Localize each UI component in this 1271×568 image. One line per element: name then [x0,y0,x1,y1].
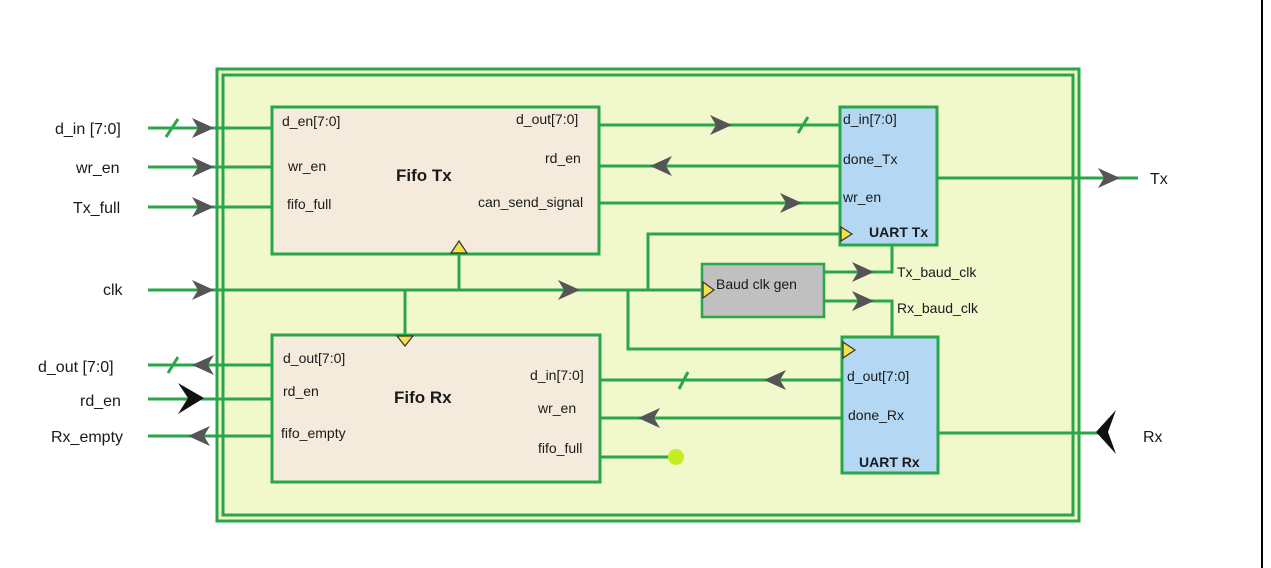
outer-module-inner-border [221,73,1075,517]
uart-tx-port-wr-en: wr_en [842,189,881,205]
ext-label-rd-en: rd_en [80,393,121,410]
wire-tx-baud [824,246,894,274]
bus-mark-fifo-tx-data [796,116,810,134]
ext-label-d-out: d_out [7:0] [38,359,114,376]
fifo-rx-port-d-in: d_in[7:0] [530,367,584,383]
fifo-full-rx-dot [668,449,684,465]
arrow-tx-baud [852,262,874,282]
fifo-tx-port-d-en: d_en[7:0] [282,113,340,129]
arrow-can-send [780,193,802,213]
ext-label-rx-empty: Rx_empty [51,429,123,446]
ext-label-tx: Tx [1150,171,1168,188]
uart-tx-block [838,105,939,247]
clock-markers [395,225,857,360]
bus-mark-d-out [166,356,180,374]
uart-tx-port-d-in: d_in[7:0] [843,111,897,127]
wires [148,123,1138,459]
ext-label-rx: Rx [1143,429,1163,446]
fifo-tx-port-d-out: d_out[7:0] [516,111,578,127]
arrow-done-tx [650,156,672,176]
arrow-d-in [192,118,214,138]
arrow-clk [192,280,214,300]
fifo-rx-port-fifo-full: fifo_full [538,440,582,456]
uart-rx-port-d-out: d_out[7:0] [847,368,909,384]
uart-rx-port-done-rx: done_Rx [848,407,904,423]
baud-gen-title: Baud clk gen [716,276,797,292]
fifo-rx-block [270,333,602,484]
tx-baud-clk-label: Tx_baud_clk [897,264,977,280]
page-edge-divider [1261,0,1263,568]
clock-marker-fifo-rx [395,335,415,347]
ext-label-d-in: d_in [7:0] [55,121,121,138]
bus-mark-d-in [164,118,180,138]
clock-marker-uart-rx [842,340,857,360]
wire-clk-uart-tx [646,232,840,290]
wire-clk-uart-rx [626,290,842,351]
arrow-rx-black [1096,410,1116,454]
arrow-rx-data [764,370,786,390]
fifo-rx-port-fifo-empty: fifo_empty [281,425,346,441]
arrow-wr-en [192,157,214,177]
arrow-done-rx [638,408,660,428]
fifo-tx-port-fifo-full: fifo_full [287,196,331,212]
arrow-rx-baud [852,291,874,311]
fifo-tx-port-wr-en: wr_en [287,158,326,174]
fifo-rx-port-wr-en: wr_en [537,400,576,416]
clock-marker-uart-tx [840,225,854,243]
uart-rx-title: UART Rx [859,454,920,470]
bus-mark-rx-data [677,371,690,390]
arrow-rx-empty [188,426,210,446]
arrow-fifo-tx-data [710,115,732,135]
baud-clk-gen-block [700,262,826,319]
rx-baud-clk-label: Rx_baud_clk [897,300,979,316]
fifo-tx-port-can-send: can_send_signal [478,194,583,210]
fifo-rx-title: Fifo Rx [394,388,452,407]
clock-marker-baud [702,280,716,300]
fifo-rx-port-rd-en: rd_en [283,383,319,399]
wire-rx-baud [824,299,894,337]
uart-rx-block [840,335,940,475]
arrow-rd-en-black [178,383,204,414]
ext-label-tx-full: Tx_full [73,200,120,217]
bus-marks [164,116,810,390]
ext-label-wr-en: wr_en [75,160,120,177]
fifo-tx-block [270,105,601,256]
uart-tx-port-done-tx: done_Tx [843,151,897,167]
fifo-tx-port-rd-en: rd_en [545,150,581,166]
arrowheads [178,115,1120,454]
uart-tx-title: UART Tx [869,224,928,240]
fifo-rx-port-d-out: d_out[7:0] [283,350,345,366]
arrow-tx-out [1098,168,1120,188]
clock-marker-fifo-tx [449,239,469,254]
arrow-d-out [192,355,214,375]
arrow-tx-full [192,197,214,217]
ext-label-clk: clk [103,282,124,299]
arrow-clk-mid [558,280,580,300]
fifo-tx-title: Fifo Tx [396,166,452,185]
